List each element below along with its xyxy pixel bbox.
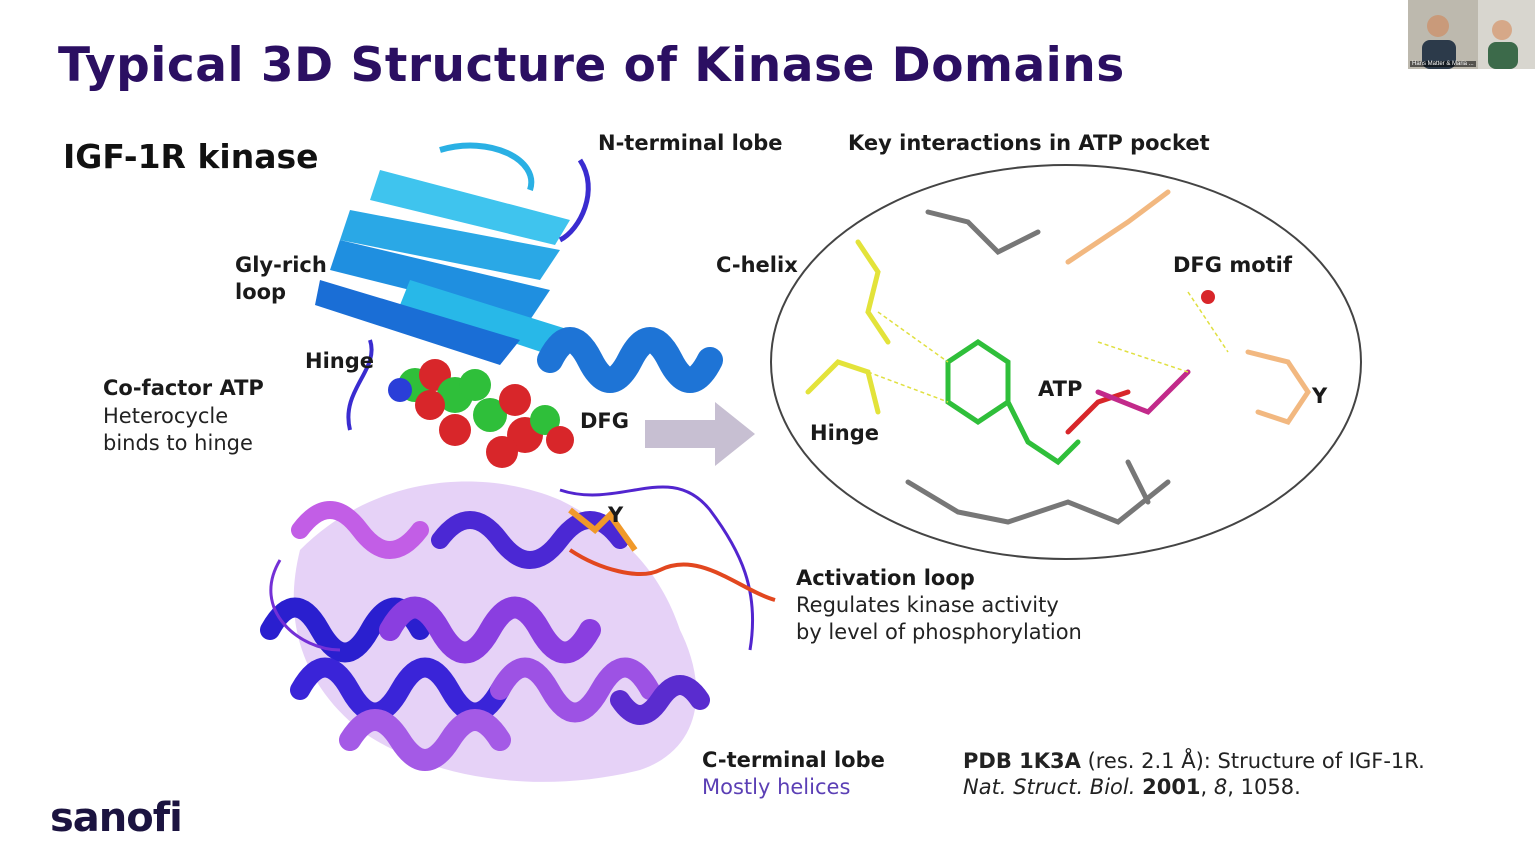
label-y-right: Y [1312, 384, 1328, 408]
label-gly-rich-2: loop [235, 280, 287, 304]
label-hinge-right: Hinge [810, 421, 879, 445]
label-c-terminal-title: C-terminal lobe [702, 748, 885, 772]
label-activation-line2: by level of phosphorylation [796, 620, 1082, 644]
tyrosine-sidechain [568, 507, 638, 552]
label-n-terminal-lobe: N-terminal lobe [598, 131, 783, 155]
arrow-graphic [645, 402, 755, 466]
label-gly-rich-1: Gly-rich [235, 253, 327, 277]
slide-subtitle: IGF-1R kinase [63, 137, 319, 176]
reference-line1: PDB 1K3A (res. 2.1 Å): Structure of IGF-… [963, 748, 1425, 774]
label-dfg-motif: DFG motif [1173, 253, 1293, 277]
webcam-people-icon [1408, 0, 1535, 69]
label-c-terminal-sub: Mostly helices [702, 775, 851, 799]
reference-res: (res. 2.1 Å): Structure of IGF-1R. [1080, 749, 1425, 773]
reference-line2: Nat. Struct. Biol. 2001, 8, 1058. [963, 774, 1301, 800]
atp-spheres [388, 359, 574, 468]
n-terminal-lobe-ribbon [315, 142, 723, 431]
reference-sep: , [1200, 775, 1214, 799]
label-y-left: Y [608, 503, 624, 527]
label-activation-title: Activation loop [796, 566, 975, 590]
label-cofactor-line2: binds to hinge [103, 431, 253, 455]
reference-volume: 8 [1213, 775, 1228, 799]
reference-journal: Nat. Struct. Biol. [963, 775, 1136, 799]
water-molecule [1201, 290, 1215, 304]
slide-title: Typical 3D Structure of Kinase Domains [58, 38, 1125, 93]
webcam-thumbnail[interactable]: Hans Matter & Maria ... [1408, 0, 1535, 69]
sanofi-logo: sanofi [50, 795, 183, 841]
protein-structure-illustration [260, 142, 776, 782]
c-terminal-lobe-ribbon [260, 481, 776, 782]
label-atp: ATP [1038, 377, 1083, 401]
pocket-sticks [805, 189, 1312, 525]
reference-pages: , 1058. [1227, 775, 1301, 799]
webcam-label: Hans Matter & Maria ... [1410, 61, 1476, 67]
atp-pocket-closeup [770, 164, 1362, 560]
label-c-helix: C-helix [716, 253, 798, 277]
label-activation-line1: Regulates kinase activity [796, 593, 1059, 617]
label-hinge-left: Hinge [305, 349, 374, 373]
reference-year: 2001 [1142, 775, 1201, 799]
reference-pdb: PDB 1K3A [963, 749, 1081, 773]
label-cofactor-title: Co-factor ATP [103, 376, 264, 400]
hbonds [867, 291, 1229, 403]
label-dfg: DFG [580, 409, 630, 433]
label-cofactor-line1: Heterocycle [103, 404, 229, 428]
label-key-interactions: Key interactions in ATP pocket [848, 131, 1210, 155]
